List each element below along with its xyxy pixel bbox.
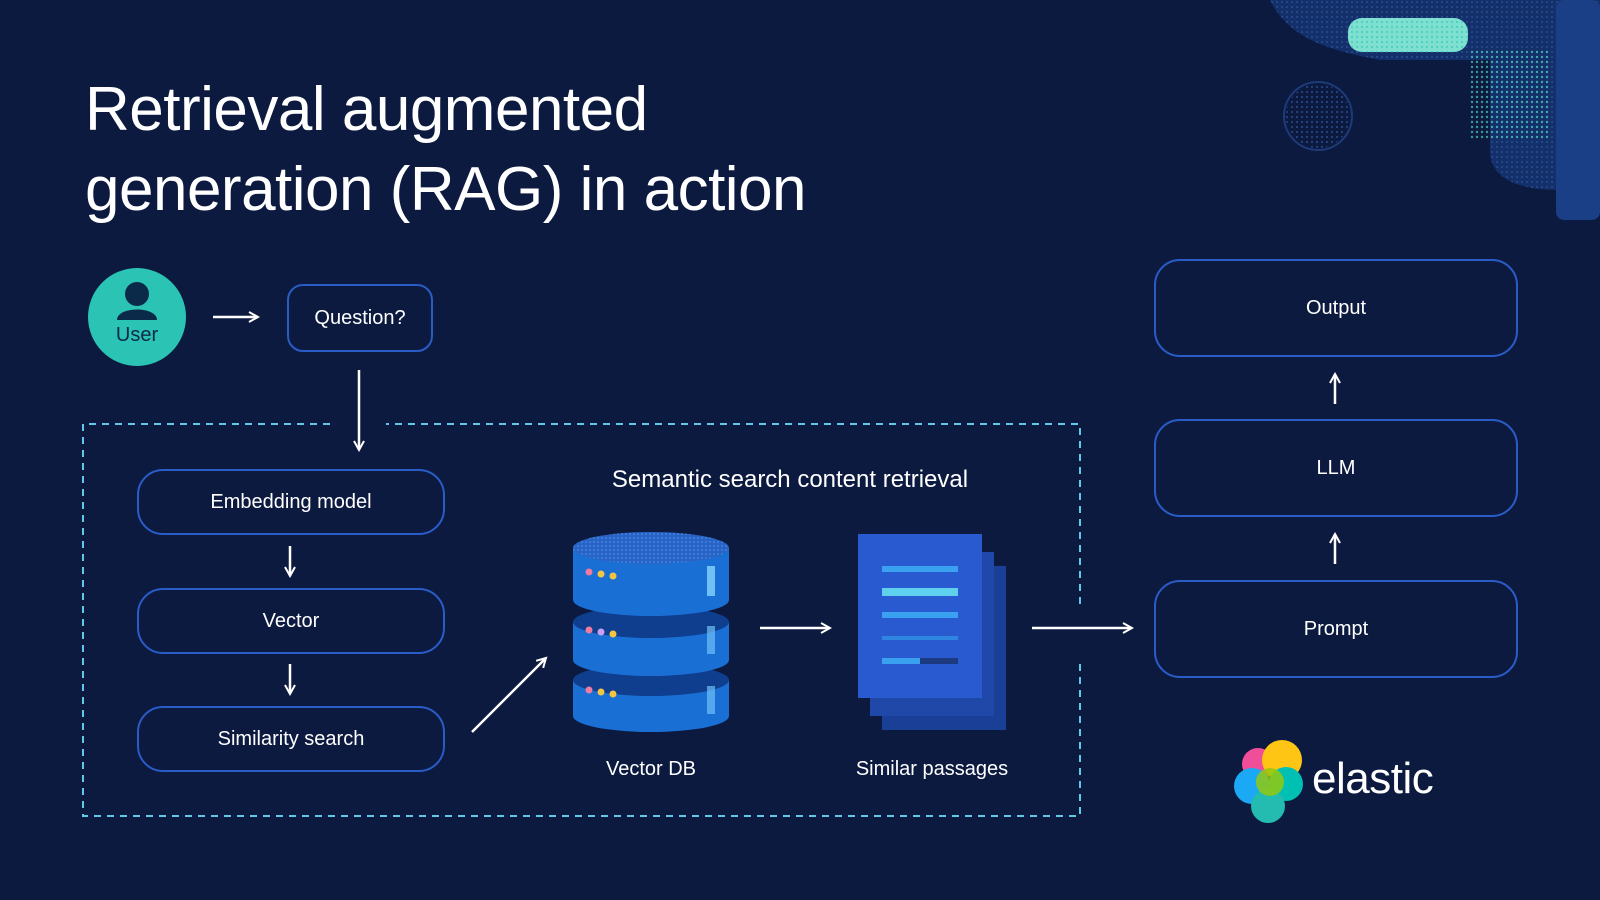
title-line-1: Retrieval augmented [85, 75, 648, 144]
output-box: Output [1154, 259, 1518, 357]
page-title: Retrieval augmented generation (RAG) in … [85, 70, 807, 230]
prompt-box: Prompt [1154, 580, 1518, 678]
similarity-search-label: Similarity search [217, 727, 365, 750]
similarity-search-box: Similarity search [137, 706, 445, 772]
llm-label: LLM [1316, 456, 1356, 479]
arrow-similarity-to-db [471, 658, 546, 733]
similar-passages-label: Similar passages [855, 758, 1009, 780]
vector-label: Vector [262, 609, 320, 632]
prompt-label: Prompt [1303, 617, 1369, 640]
title-line-2: generation (RAG) in action [85, 155, 807, 224]
retrieval-heading: Semantic search content retrieval [611, 466, 969, 493]
embedding-model-label: Embedding model [210, 490, 372, 513]
retrieval-region-border [82, 423, 1081, 817]
elastic-wordmark: elastic [1312, 754, 1434, 803]
vector-box: Vector [137, 588, 445, 654]
embedding-model-box: Embedding model [137, 469, 445, 535]
user-avatar: User [88, 268, 186, 366]
question-box: Question? [287, 284, 433, 352]
user-icon [117, 282, 157, 320]
vector-db-label: Vector DB [605, 758, 697, 780]
llm-box: LLM [1154, 419, 1518, 517]
user-label: User [115, 324, 159, 346]
question-label: Question? [314, 306, 406, 329]
output-label: Output [1305, 296, 1367, 319]
